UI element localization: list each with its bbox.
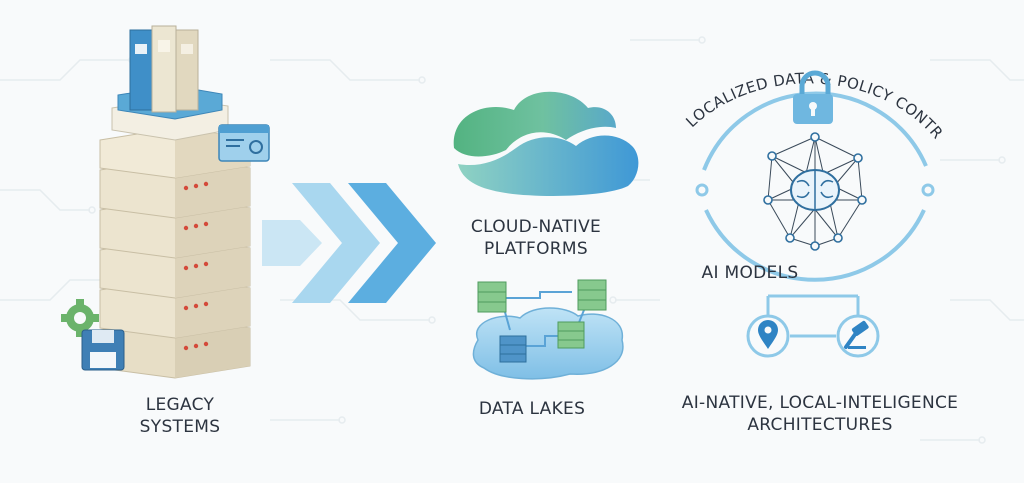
cloud-label-line1: CLOUD-NATIVE <box>470 217 602 237</box>
arch-label-line2: ARCHITECTURES <box>747 415 893 435</box>
lock-icon <box>793 70 833 124</box>
data-lakes-text: DATA LAKES <box>478 399 586 419</box>
legacy-label-line1: LEGACY <box>145 395 215 415</box>
database-icon <box>557 321 585 349</box>
transition-arrows <box>262 183 436 303</box>
data-lake <box>472 307 624 380</box>
books-icon <box>111 25 229 141</box>
cloud-label-line2: PLATFORMS <box>484 239 588 259</box>
gear-icon <box>61 299 99 337</box>
architectures-label: AI-NATIVE, LOCAL-INTELIGENCE ARCHITECTUR… <box>640 392 1000 436</box>
legacy-server-stack <box>99 127 251 379</box>
database-icon <box>577 279 607 311</box>
brain-icon <box>790 169 840 211</box>
settings-window-icon <box>218 124 270 162</box>
cloud-icon <box>453 91 639 196</box>
network-nodes <box>763 132 867 251</box>
legacy-systems-label: LEGACY SYSTEMS <box>120 394 240 438</box>
location-pin-icon <box>746 314 790 358</box>
database-icon <box>499 335 527 363</box>
cloud-native-label: CLOUD-NATIVE PLATFORMS <box>446 216 626 260</box>
architecture-connectors <box>766 294 860 338</box>
ai-models-text: AI MODELS <box>701 263 799 283</box>
data-lakes-label: DATA LAKES <box>462 398 602 420</box>
status-lights <box>183 181 209 351</box>
legacy-label-line2: SYSTEMS <box>139 417 221 437</box>
arch-label-line1: AI-NATIVE, LOCAL-INTELIGENCE <box>681 393 959 413</box>
database-icon <box>477 281 507 313</box>
gavel-icon <box>836 314 880 358</box>
floppy-disk-icon <box>81 329 125 371</box>
circuit-background <box>0 36 1024 444</box>
ai-models-label: AI MODELS <box>680 262 820 284</box>
ai-ring <box>695 91 935 282</box>
